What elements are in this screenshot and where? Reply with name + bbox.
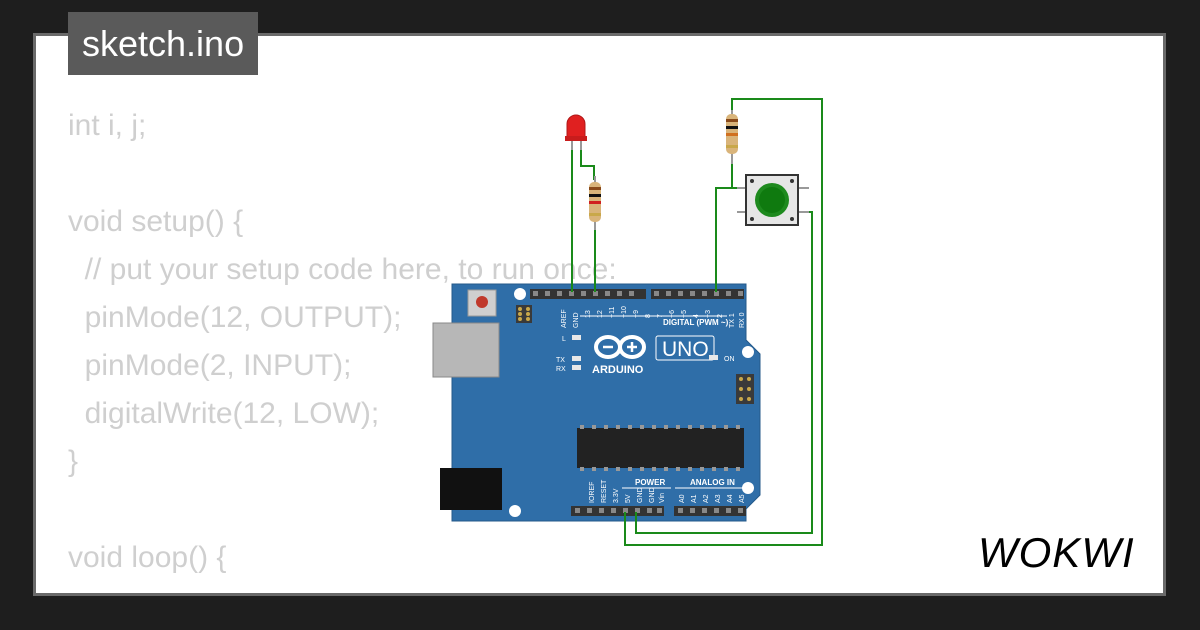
- wire-led-resistor[interactable]: [580, 148, 595, 180]
- code-line: pinMode(2, INPUT);: [68, 349, 352, 382]
- model-box: [655, 335, 715, 361]
- on-label: ON: [724, 356, 735, 363]
- pin-label: ~5: [681, 310, 688, 318]
- mounting-hole: [514, 288, 526, 300]
- tx-led-label: TX: [556, 357, 565, 364]
- pin-label: A0: [679, 494, 686, 503]
- pin-label: A1: [691, 494, 698, 503]
- code-line: // put your setup code here, to run once…: [68, 253, 617, 286]
- red-led[interactable]: [565, 114, 587, 150]
- pin-label: GND: [637, 487, 644, 503]
- pin-label: RX 0: [739, 312, 746, 328]
- code-line: int i, j;: [68, 109, 147, 142]
- mounting-hole: [742, 346, 754, 358]
- arduino-uno-board[interactable]: AREF GND 13 12 ~11 ~10 ~9 8 7 ~6 ~5 4 ~3…: [432, 283, 761, 522]
- arduino-logo-icon: [594, 335, 646, 359]
- button-resistor[interactable]: [726, 110, 738, 164]
- power-label: POWER: [635, 478, 665, 487]
- pin-label: ~11: [609, 307, 616, 318]
- pin-label: A3: [715, 494, 722, 503]
- wire-5v[interactable]: [624, 98, 823, 546]
- pin-label: ~9: [633, 310, 640, 318]
- code-line: void setup() {: [68, 205, 244, 238]
- pin-label: RESET: [601, 479, 608, 503]
- code-line: void loop() {: [68, 541, 227, 574]
- model-label: UNO: [662, 338, 709, 361]
- digital-header-right: [651, 289, 744, 299]
- usb-port: [432, 322, 500, 378]
- on-led: [709, 355, 718, 360]
- icsp-header-right: [736, 374, 754, 404]
- wokwi-logo: WOKWI: [978, 529, 1135, 575]
- rx-led: [572, 365, 581, 370]
- code-line: digitalWrite(12, LOW);: [68, 397, 380, 430]
- bottom-border: [33, 593, 1166, 596]
- wire-pulldown[interactable]: [731, 160, 745, 189]
- code-line: pinMode(12, OUTPUT);: [68, 301, 402, 334]
- pin-label: ~3: [705, 310, 712, 318]
- analog-label: ANALOG IN: [690, 478, 735, 487]
- mounting-hole: [509, 505, 521, 517]
- power-jack: [440, 468, 502, 510]
- brand-name: WOKWI: [978, 529, 1135, 575]
- arduino-logo-text: ARDUINO: [592, 364, 644, 376]
- led-resistor[interactable]: [589, 176, 601, 230]
- digital-header-left: [530, 289, 646, 299]
- pushbutton[interactable]: [737, 174, 809, 226]
- code-line: }: [68, 445, 79, 478]
- l-led: [572, 335, 581, 340]
- pin-label: A4: [727, 494, 734, 503]
- power-header: [571, 506, 664, 516]
- pin-label: AREF: [561, 309, 568, 328]
- pin-label: A5: [739, 494, 746, 503]
- bottom-frame: [0, 593, 1200, 630]
- pin-label: GND: [573, 312, 580, 328]
- pin-label: GND: [649, 487, 656, 503]
- pin-label: 3.3V: [613, 488, 620, 503]
- pin-label: ~10: [621, 306, 628, 318]
- atmega-chip: [577, 425, 744, 471]
- wire-button-pin2[interactable]: [715, 187, 745, 292]
- mounting-hole: [742, 482, 754, 494]
- pin-label: 13: [585, 310, 592, 318]
- analog-header: [674, 506, 746, 516]
- pin-label: 5V: [625, 494, 632, 503]
- digital-label: DIGITAL (PWM ~): [663, 318, 729, 327]
- pin-label: IOREF: [589, 482, 596, 503]
- rx-led-label: RX: [556, 366, 566, 373]
- reset-button[interactable]: [467, 289, 497, 317]
- pin-label: 12: [597, 310, 604, 318]
- pin-label: Vin: [659, 493, 666, 503]
- pin-label: ~6: [669, 310, 676, 318]
- pin-label: A2: [703, 494, 710, 503]
- pin-label: TX 1: [729, 313, 736, 328]
- tx-led: [572, 356, 581, 361]
- icsp-header: [516, 305, 532, 323]
- l-led-label: L: [562, 336, 566, 343]
- file-tab[interactable]: sketch.ino: [68, 12, 259, 75]
